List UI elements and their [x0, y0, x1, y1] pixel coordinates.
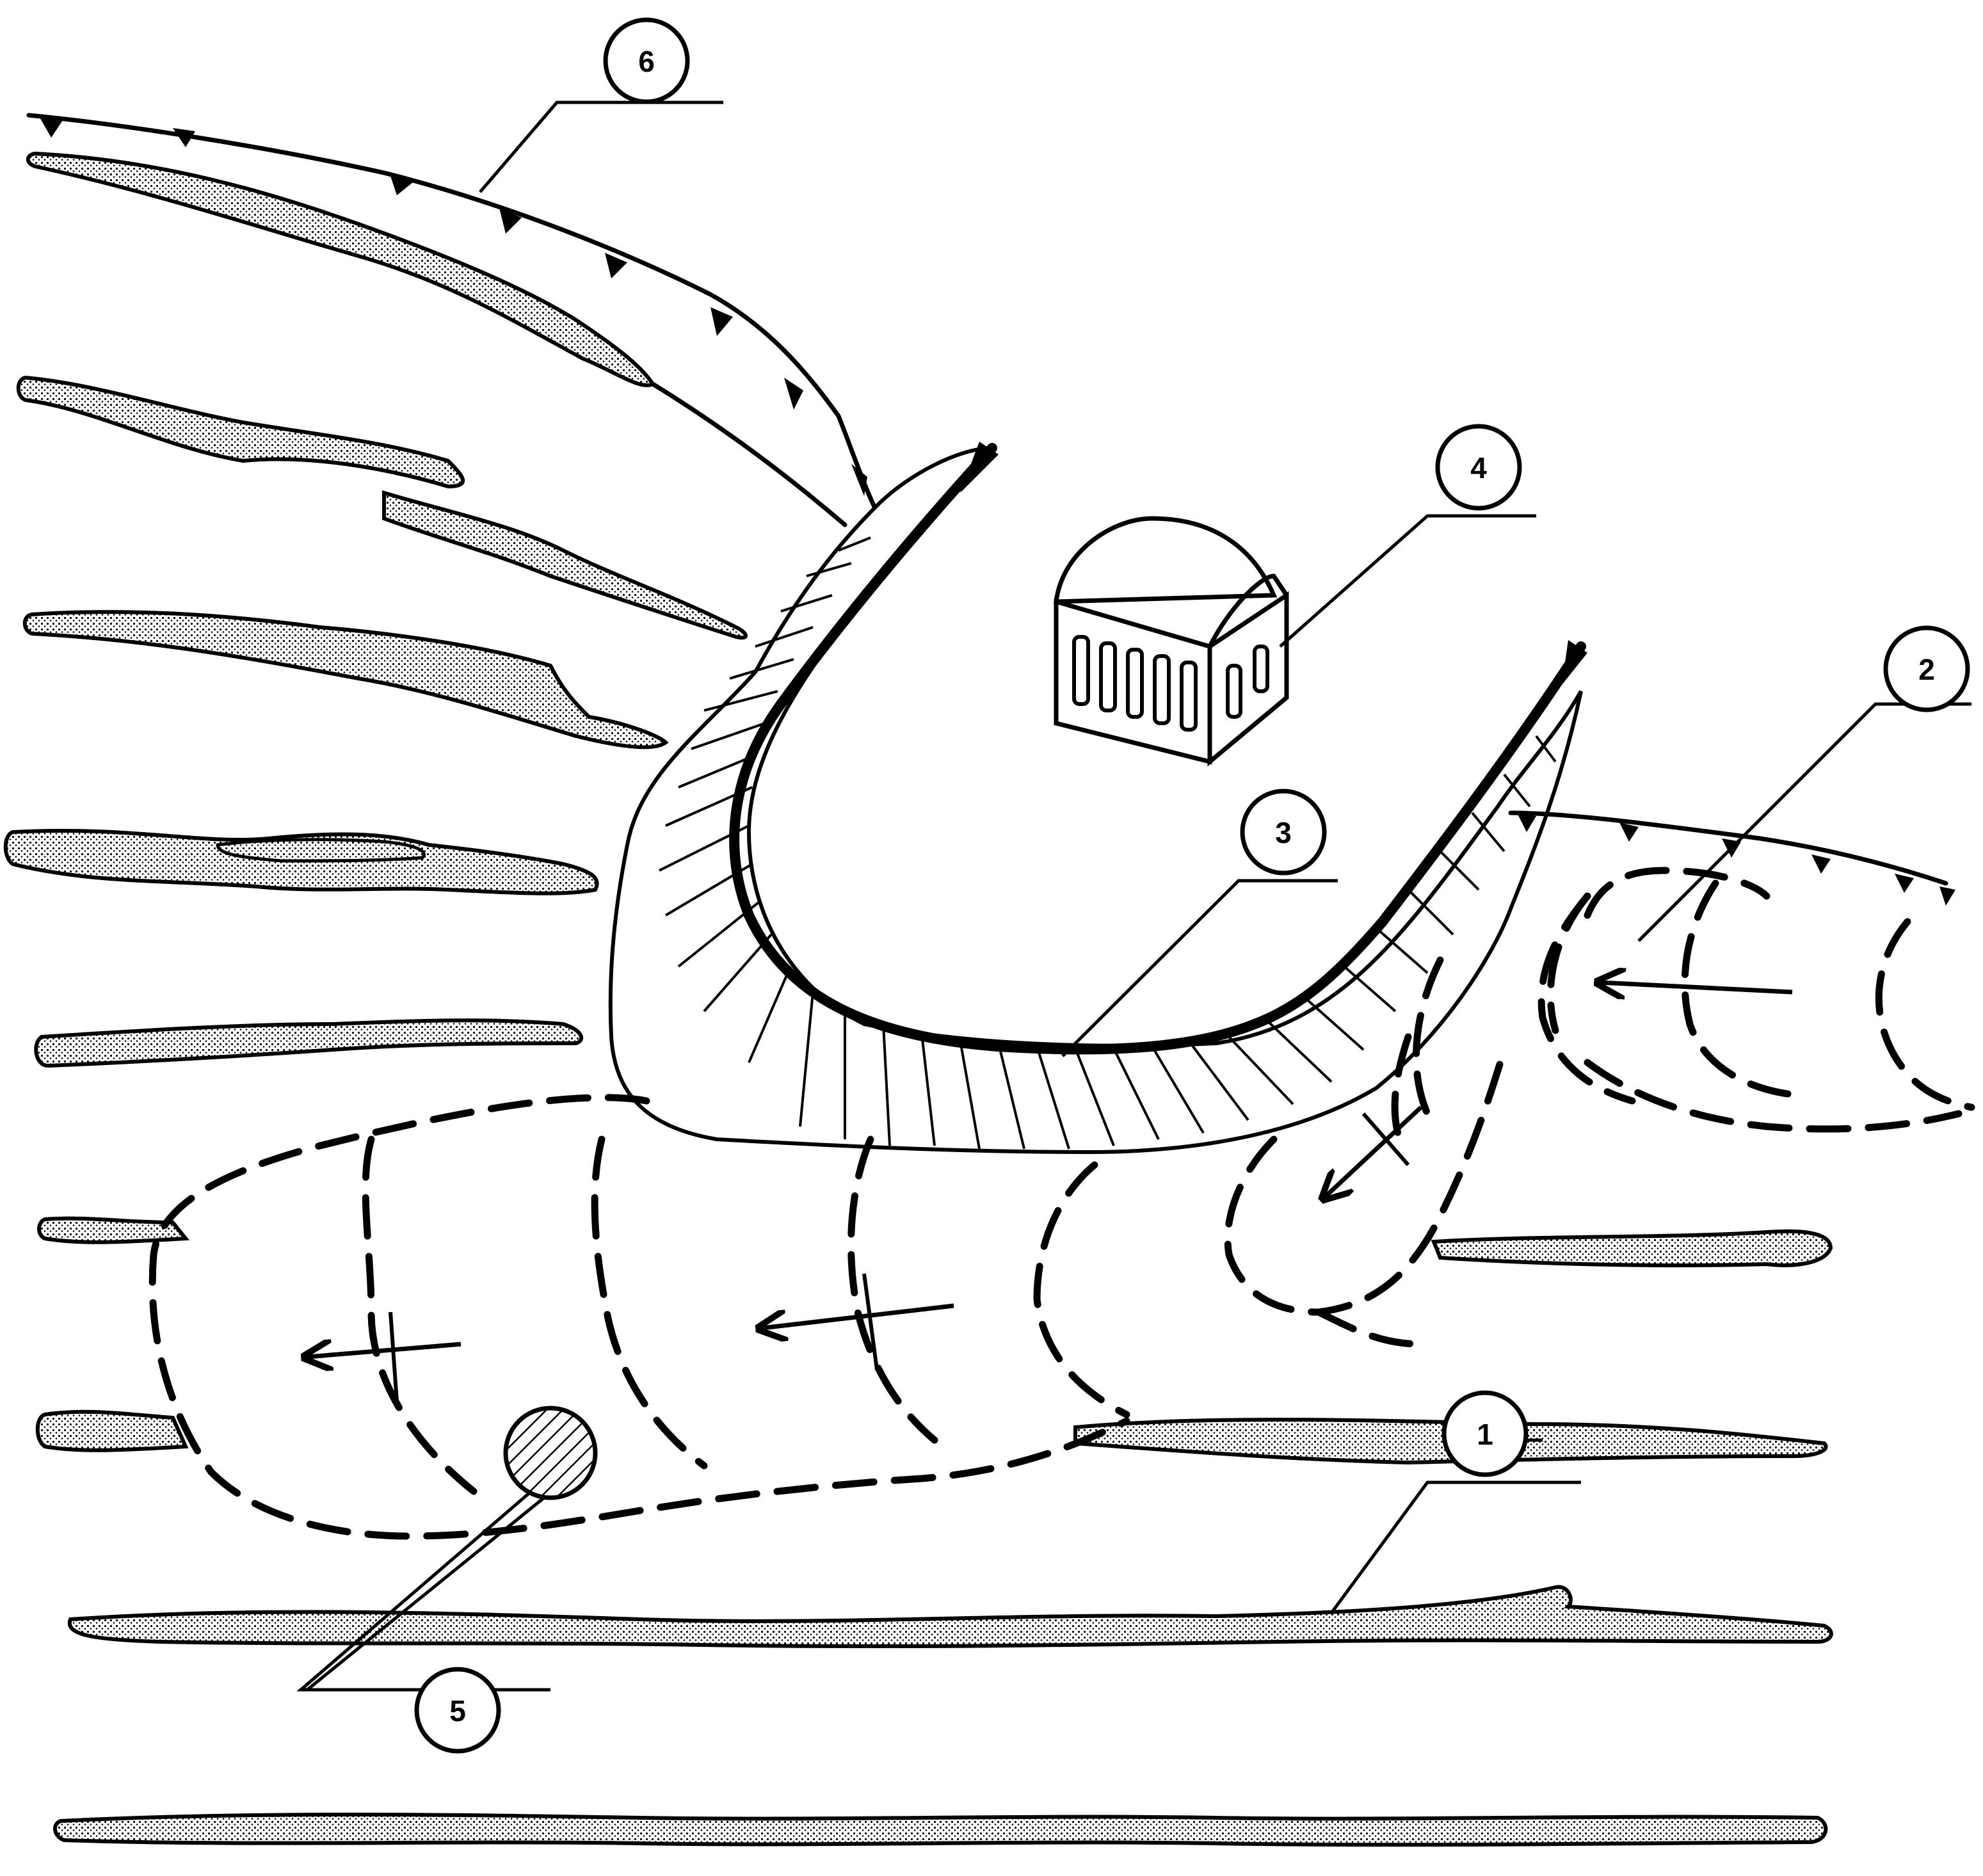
leader-4	[1280, 516, 1536, 646]
flow-tick	[864, 1274, 877, 1370]
callout-4-label: 4	[1470, 451, 1487, 485]
callout-1-label: 1	[1477, 1418, 1493, 1451]
front-line-2	[1511, 813, 1955, 906]
callout-3: 3	[1242, 791, 1324, 873]
sediment-band	[1434, 1231, 1831, 1265]
callout-6: 6	[606, 20, 687, 102]
callout-5: 5	[417, 1669, 499, 1751]
leader-2	[1639, 704, 1971, 941]
sediment-band	[384, 493, 746, 637]
callout-2: 2	[1886, 628, 1968, 710]
callout-5-label: 5	[449, 1694, 466, 1728]
callout-1: 1	[1444, 1393, 1526, 1475]
flow-arrow	[307, 1344, 461, 1357]
building-4	[1056, 518, 1287, 762]
sediment-band	[28, 154, 653, 385]
callout-4: 4	[1438, 426, 1520, 508]
hatched-circle-5	[506, 1408, 595, 1498]
sediment-band	[19, 378, 463, 486]
sediment-band	[55, 1815, 1826, 1845]
callout-2-label: 2	[1918, 653, 1935, 686]
leader-5b	[307, 1498, 544, 1690]
sediment-band	[38, 1412, 186, 1450]
flow-arrow	[1600, 982, 1792, 992]
sediment-band	[25, 612, 666, 747]
callout-6-label: 6	[638, 45, 655, 78]
flow-arrow	[1325, 1107, 1421, 1197]
sediment-bands	[6, 154, 1831, 1845]
sediment-band	[70, 1587, 1831, 1646]
leader-6	[480, 102, 723, 192]
callout-3-label: 3	[1275, 816, 1292, 849]
sediment-band	[36, 1020, 581, 1066]
